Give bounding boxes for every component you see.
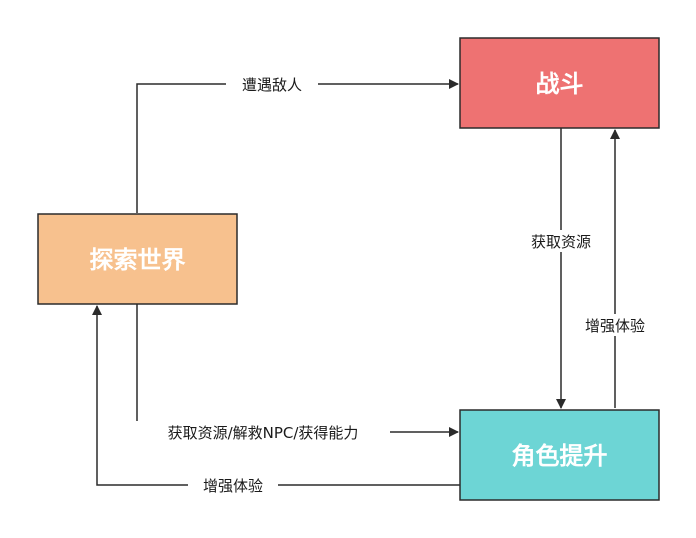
node-battle: 战斗 (459, 37, 660, 129)
edge-encounter-line (136, 79, 459, 213)
node-battle-label: 战斗 (536, 70, 584, 98)
node-battle-box (459, 37, 660, 129)
edge-explore-to-upgrade: 获取资源/解救NPC/获得能力 (136, 304, 459, 443)
node-upgrade-box (459, 409, 660, 501)
edge-encounter: 遭遇敌人 (136, 74, 459, 213)
edge-upgrade-to-explore-line (92, 305, 460, 486)
edge-upgrade-to-battle-label: 增强体验 (585, 317, 645, 335)
node-explore-box (37, 213, 238, 305)
edge-explore-to-upgrade-line (136, 304, 459, 437)
edge-upgrade-to-explore-label: 增强体验 (203, 477, 263, 495)
edge-explore-to-upgrade-label: 获取资源/解救NPC/获得能力 (168, 424, 359, 442)
edge-battle-to-upgrade: 获取资源 (516, 128, 606, 409)
edge-upgrade-to-battle: 增强体验 (570, 129, 660, 408)
edge-encounter-label: 遭遇敌人 (242, 76, 302, 94)
node-explore: 探索世界 (37, 213, 238, 305)
node-explore-label: 探索世界 (90, 246, 186, 274)
edge-upgrade-to-explore: 增强体验 (92, 305, 460, 496)
edge-battle-to-upgrade-label: 获取资源 (531, 233, 591, 251)
node-upgrade: 角色提升 (459, 409, 660, 501)
node-upgrade-label: 角色提升 (512, 442, 608, 470)
